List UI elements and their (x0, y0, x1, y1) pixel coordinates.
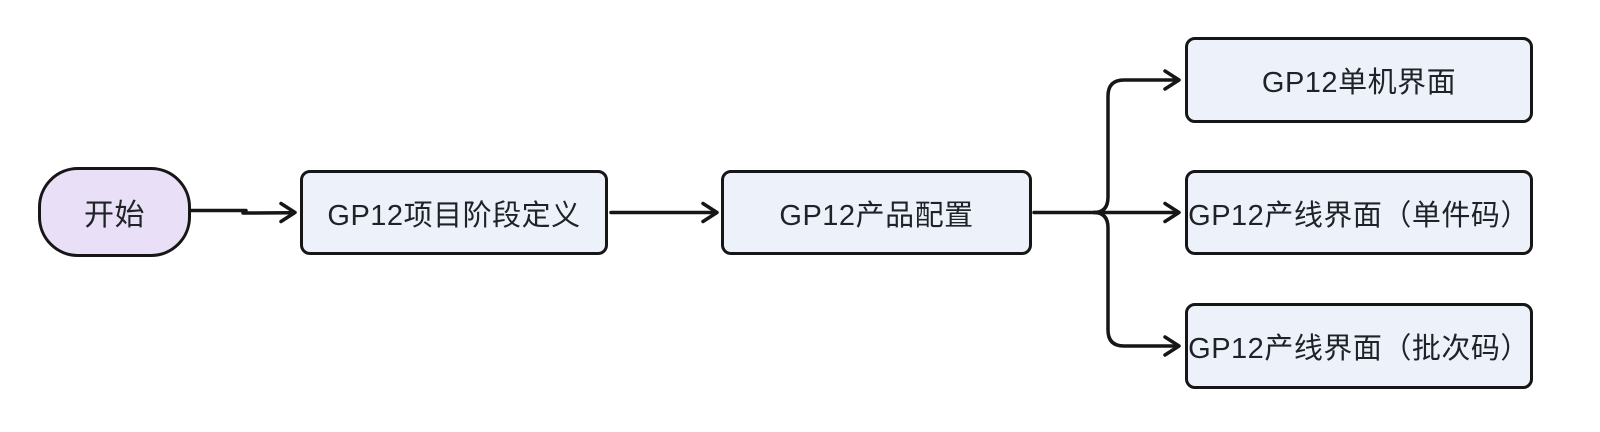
node-stage-definition-label: GP12项目阶段定义 (327, 199, 581, 232)
node-single-machine-ui: GP12单机界面 (1185, 37, 1533, 123)
node-single-machine-ui-label: GP12单机界面 (1261, 67, 1457, 99)
node-start: 开始 (38, 167, 191, 257)
node-product-config: GP12产品配置 (721, 170, 1032, 255)
connector-config-to-single (1092, 78, 1178, 215)
node-stage-definition: GP12项目阶段定义 (300, 170, 608, 255)
node-line-ui-batch-code: GP12产线界面（批次码） (1185, 303, 1533, 389)
arrowhead-stage-to-config (701, 201, 719, 224)
node-line-ui-batch-code-label: GP12产线界面（批次码） (1188, 333, 1530, 365)
arrowhead-config-to-line-unit (1163, 201, 1181, 224)
node-line-ui-unit-code-label: GP12产线界面（单件码） (1188, 199, 1530, 232)
node-product-config-label: GP12产品配置 (779, 199, 974, 232)
arrowhead-config-to-single (1163, 69, 1181, 91)
node-line-ui-unit-code: GP12产线界面（单件码） (1185, 170, 1533, 255)
node-start-label: 开始 (84, 199, 145, 232)
arrowhead-start-to-stage (279, 201, 297, 224)
arrowhead-config-to-line-batch (1163, 335, 1181, 357)
connector-config-to-line-batch (1092, 210, 1178, 348)
